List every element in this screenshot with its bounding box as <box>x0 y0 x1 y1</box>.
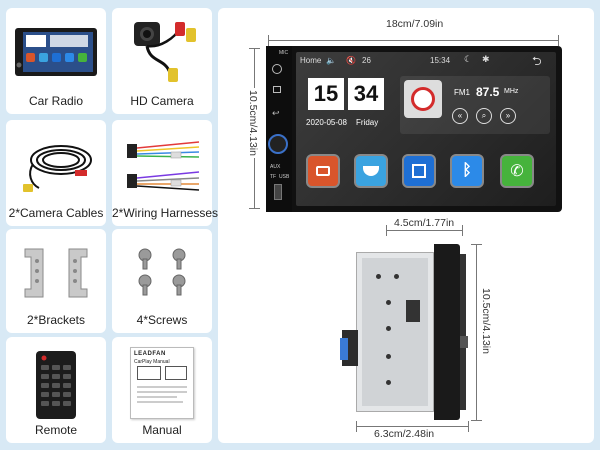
usb-port <box>274 184 282 200</box>
manual-thumbnail: LEADFAN CarPlay Manual <box>112 345 212 421</box>
clock-day: Friday <box>356 118 379 127</box>
radio-app-icon <box>404 80 442 118</box>
radio-side-unit <box>356 244 468 420</box>
item-label: Car Radio <box>28 94 84 108</box>
side-controls: MIC ↩ AUX TF USB <box>266 46 292 212</box>
app-settings-icon[interactable] <box>402 154 436 188</box>
aux-label: AUX <box>270 164 281 170</box>
scan-icon[interactable]: ⌕ <box>476 108 492 124</box>
item-card-car-radio: Car Radio <box>6 8 106 114</box>
radio-widget: FM1 87.5 MHz « ⌕ » <box>400 76 550 134</box>
volume-icon: 🔈 <box>326 56 336 65</box>
back-arrow-icon: ⮌ <box>532 54 542 68</box>
screws-thumbnail <box>112 235 212 311</box>
item-label: Manual <box>142 423 182 437</box>
car-radio-thumbnail <box>6 14 106 90</box>
power-icon <box>272 64 282 74</box>
radio-unit: MHz <box>504 88 519 95</box>
item-label: 4*Screws <box>136 313 188 327</box>
camera-thumbnail <box>112 14 212 90</box>
status-time: 15:34 <box>430 56 451 65</box>
home-label: Home <box>300 56 322 65</box>
item-card-camera-cables: 2*Camera Cables <box>6 120 106 226</box>
item-card-hd-camera: HD Camera <box>112 8 212 114</box>
prev-station-icon[interactable]: « <box>452 108 468 124</box>
depth-dimension-line <box>386 230 462 231</box>
dimensions-panel: 18cm/7.09in 10.5cm/4.13in MIC ↩ AUX TF U… <box>218 8 594 443</box>
depth-dimension-label: 4.5cm/1.77in <box>392 217 457 229</box>
bluetooth-status-icon: ✱ <box>482 54 490 64</box>
radio-band: FM1 <box>454 88 470 97</box>
width-dimension-line <box>268 40 558 41</box>
item-label: 2*Camera Cables <box>8 206 104 220</box>
manual-title: CarPlay Manual <box>134 359 170 365</box>
volume-level: 26 <box>362 56 371 65</box>
item-label: 2*Brackets <box>26 313 86 327</box>
volume-knob <box>268 134 288 154</box>
manual-brand: LEADFAN <box>134 351 166 357</box>
app-phone-icon[interactable]: ✆ <box>500 154 534 188</box>
back-icon: ↩ <box>272 108 280 118</box>
cable-thumbnail <box>6 126 106 202</box>
width-side-dimension-line <box>356 426 468 427</box>
clock-widget: 15 34 2020-05-08 Friday <box>304 74 388 134</box>
radio-front-unit: MIC ↩ AUX TF USB Home 🔈 🔇 26 15:34 ☾ ✱ ⮌… <box>266 46 562 212</box>
item-label: 2*Wiring Harnesses <box>112 206 219 220</box>
app-video-icon[interactable] <box>354 154 388 188</box>
item-card-wiring-harnesses: 2*Wiring Harnesses <box>112 120 219 226</box>
item-label: HD Camera <box>130 94 194 108</box>
next-station-icon[interactable]: » <box>500 108 516 124</box>
remote-thumbnail <box>6 347 106 423</box>
height-dimension-label: 10.5cm/4.13in <box>247 88 259 158</box>
rear-connector-blue <box>340 338 348 360</box>
radio-frequency: 87.5 <box>476 85 500 99</box>
moon-icon: ☾ <box>464 54 473 64</box>
mic-label: MIC <box>279 50 289 56</box>
clock-minute: 34 <box>348 78 384 110</box>
bracket-thumbnail <box>6 235 106 311</box>
item-card-remote: Remote <box>6 337 106 443</box>
item-label: Remote <box>34 423 78 437</box>
usb-label: USB <box>279 174 290 180</box>
home-icon <box>273 86 281 93</box>
width-dimension-label: 18cm/7.09in <box>384 18 446 30</box>
item-card-manual: LEADFAN CarPlay Manual Manual <box>112 337 212 443</box>
item-card-brackets: 2*Brackets <box>6 229 106 333</box>
side-height-dimension-label: 10.5cm/4.13in <box>480 288 492 354</box>
side-height-dimension-line <box>476 244 477 420</box>
app-bluetooth-icon[interactable]: ᛒ <box>450 154 484 188</box>
tf-label: TF <box>270 174 277 180</box>
clock-hour: 15 <box>308 78 344 110</box>
harness-thumbnail <box>112 126 212 202</box>
item-card-screws: 4*Screws <box>112 229 212 333</box>
clock-date: 2020-05-08 <box>306 118 347 127</box>
mute-icon: 🔇 <box>346 56 356 65</box>
width-side-dimension-label: 6.3cm/2.48in <box>372 428 437 440</box>
radio-screen: Home 🔈 🔇 26 15:34 ☾ ✱ ⮌ 15 34 2020-05-08… <box>296 52 556 206</box>
app-radio-icon[interactable] <box>306 154 340 188</box>
